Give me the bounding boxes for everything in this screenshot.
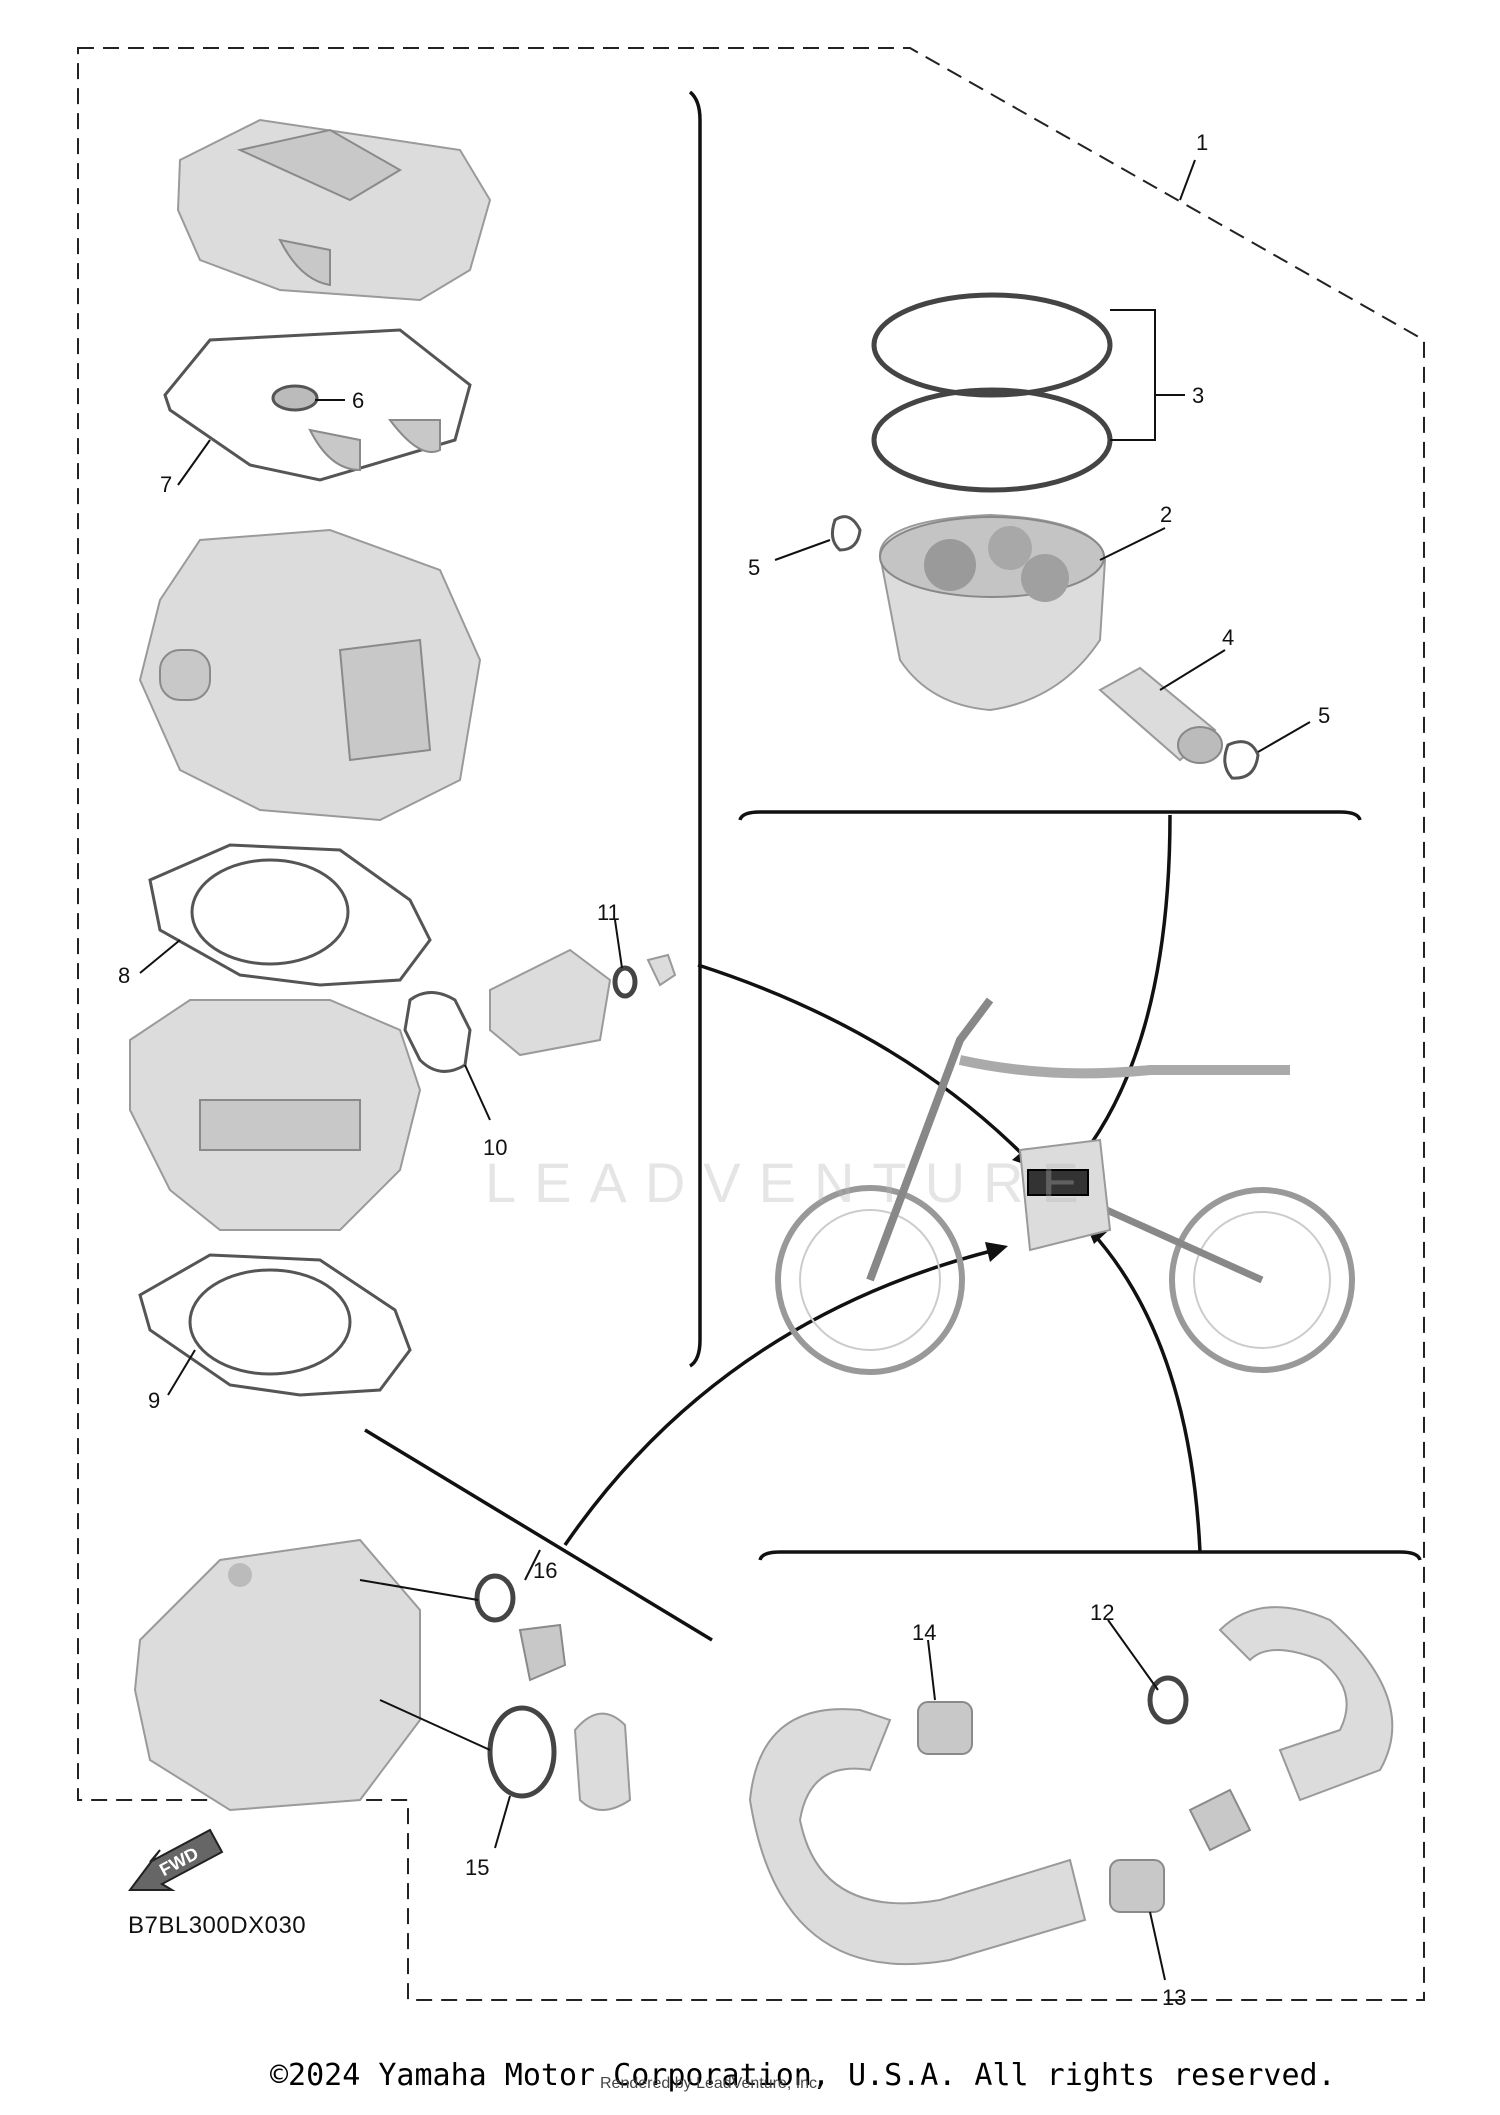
leader-lines	[139, 159, 1311, 1981]
exhaust-pipe-rear	[1188, 1606, 1394, 1852]
fwd-arrow-icon: FWD	[128, 1828, 224, 1891]
piston	[878, 513, 1107, 712]
callout-15: 15	[465, 1855, 489, 1880]
callout-12: 12	[1090, 1600, 1114, 1625]
arrow-piston-to-bike	[1073, 814, 1172, 1167]
cylinder	[138, 528, 482, 822]
callout-8: 8	[118, 963, 130, 988]
callout-6: 6	[352, 388, 364, 413]
thermostat-parts	[403, 948, 677, 1073]
lower-right-section-line	[758, 1550, 1422, 1561]
callout-13: 13	[1162, 1985, 1186, 2010]
seal	[271, 384, 319, 412]
piston-clips	[830, 515, 1260, 780]
o-ring-small	[474, 1573, 516, 1623]
piston-rings	[871, 292, 1113, 493]
exhaust-gasket	[1147, 1675, 1189, 1725]
diagram-code: B7BL300DX030	[128, 1912, 307, 1939]
arrow-head	[985, 1242, 1008, 1262]
arrow-cover-to-bike	[563, 1248, 996, 1546]
piston-section-line	[738, 810, 1362, 821]
piston-pin	[1098, 666, 1223, 764]
head-cover-gasket	[163, 328, 472, 482]
cylinder-head	[176, 118, 492, 302]
watermark: LEADVENTURE	[485, 1151, 1097, 1214]
callout-14: 14	[912, 1620, 936, 1645]
arrow-pipe-to-bike	[1088, 1228, 1202, 1553]
motorcycle-illustration	[775, 997, 1355, 1375]
callout-5a: 5	[748, 555, 760, 580]
arrow-left-to-bike	[697, 963, 1030, 1162]
copyright-notice: ©2024 Yamaha Motor Corporation, U.S.A. A…	[270, 2058, 1336, 2093]
cylinder-base	[129, 999, 422, 1231]
o-ring-large	[487, 1705, 557, 1799]
left-section-bracket	[688, 90, 702, 1368]
exhaust-pipe-front	[748, 1708, 1087, 1965]
callout-3: 3	[1192, 383, 1204, 408]
callout-5b: 5	[1318, 703, 1330, 728]
cylinder-head-gasket	[148, 843, 432, 987]
callout-7: 7	[160, 472, 172, 497]
callout-9: 9	[148, 1388, 160, 1413]
kit-boundary	[77, 47, 1425, 2001]
callout-11: 11	[597, 900, 620, 925]
callout-2: 2	[1160, 502, 1172, 527]
lower-left-section-line	[364, 1428, 713, 1642]
exhaust-sleeves	[917, 1701, 1165, 1913]
rendered-by-notice: Rendered by LeadVenture, Inc.	[600, 2075, 822, 2092]
callout-10: 10	[483, 1135, 507, 1160]
callout-1: 1	[1196, 130, 1208, 155]
callout-16: 16	[533, 1558, 557, 1583]
callout-4: 4	[1222, 625, 1234, 650]
water-pump-cover	[133, 1538, 632, 1812]
